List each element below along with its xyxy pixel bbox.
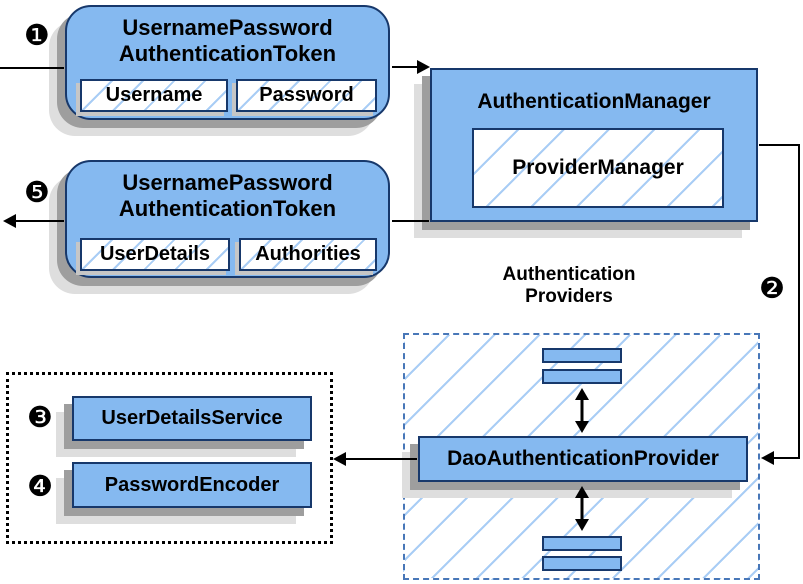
request-token-title-line2: AuthenticationToken: [118, 41, 337, 66]
dao-authentication-provider-box: DaoAuthenticationProvider: [418, 436, 748, 482]
arrowhead-to-services-icon: [333, 452, 346, 466]
providers-group-label: Authentication Providers: [449, 264, 689, 308]
step-3-badge: ❸: [27, 400, 53, 434]
arrowhead-to-dao-icon: [761, 451, 774, 465]
step-1-badge: ❶: [24, 18, 50, 52]
authorities-field: Authorities: [239, 238, 377, 271]
authentication-manager-box: AuthenticationManager ProviderManager: [430, 68, 758, 222]
request-token-title: UsernamePassword AuthenticationToken: [67, 7, 388, 67]
provider-placeholder-bar: [542, 348, 622, 363]
step-5-badge: ❺: [24, 175, 50, 209]
response-token-title-line2: AuthenticationToken: [118, 196, 337, 221]
provider-placeholder-bar: [542, 369, 622, 384]
response-token-title-line1: UsernamePassword: [122, 170, 333, 195]
arrowhead-to-manager-icon: [417, 60, 430, 74]
provider-placeholder-bar: [542, 536, 622, 551]
provider-placeholder-bar: [542, 556, 622, 571]
services-group-box: [6, 372, 333, 544]
step-4-badge: ❹: [27, 469, 53, 503]
request-token-title-line1: UsernamePassword: [122, 15, 333, 40]
response-token-title: UsernamePassword AuthenticationToken: [67, 162, 388, 222]
user-details-service-box: UserDetailsService: [72, 396, 312, 441]
user-details-field: UserDetails: [80, 238, 230, 271]
step-2-badge: ❷: [759, 271, 785, 305]
username-field: Username: [80, 79, 228, 112]
providers-group-label-line2: Providers: [525, 286, 613, 307]
request-token-box: UsernamePassword AuthenticationToken Use…: [65, 5, 390, 120]
response-token-box: UsernamePassword AuthenticationToken Use…: [65, 160, 390, 278]
authentication-manager-title: AuthenticationManager: [477, 90, 711, 113]
provider-manager-box: ProviderManager: [472, 128, 724, 208]
password-encoder-box: PasswordEncoder: [72, 462, 312, 508]
password-field: Password: [236, 79, 377, 112]
arrowhead-response-icon: [3, 214, 16, 228]
providers-group-label-line1: Authentication: [502, 264, 636, 285]
